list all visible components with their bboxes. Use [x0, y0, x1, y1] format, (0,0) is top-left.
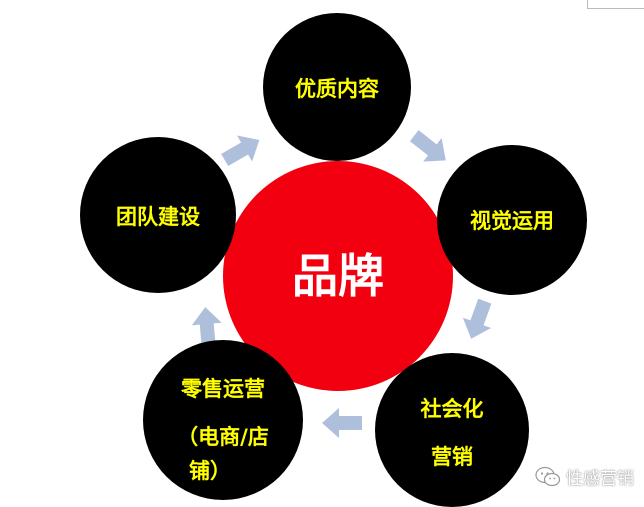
node-bottom-left-label-line2: （电商/店: [177, 425, 269, 449]
node-bottom-left: 零售运营 （电商/店 铺）: [143, 340, 303, 500]
arrow-right-to-bottom-right: [462, 298, 492, 339]
arrow-bottom-left-to-left: [191, 307, 222, 348]
node-left: 团队建设: [80, 137, 236, 293]
watermark: 性感营销: [535, 464, 634, 489]
node-bottom-right: 社会化 营销: [375, 353, 529, 507]
corner-frame-mark: [587, 0, 644, 9]
node-top: 优质内容: [263, 13, 411, 161]
node-bottom-left-label-line1: 零售运营: [180, 377, 265, 401]
arrow-left-to-top: [221, 135, 260, 167]
node-top-label: 优质内容: [295, 77, 379, 101]
node-bottom-left-label-line3: 铺）: [189, 459, 231, 483]
arrow-top-to-right: [409, 130, 446, 162]
node-bottom-right-label-line1: 社会化: [420, 397, 484, 421]
node-bottom-right-label-line2: 营销: [431, 445, 473, 469]
node-right-label: 视觉运用: [470, 209, 554, 233]
node-right: 视觉运用: [437, 145, 587, 295]
node-left-label: 团队建设: [116, 205, 200, 229]
watermark-text: 性感营销: [566, 469, 634, 489]
center-brand-circle: 品牌: [223, 161, 453, 391]
wechat-icon: [535, 466, 561, 486]
center-label: 品牌: [292, 249, 384, 303]
arrow-bottom-right-to-bottom-left: [322, 408, 362, 438]
